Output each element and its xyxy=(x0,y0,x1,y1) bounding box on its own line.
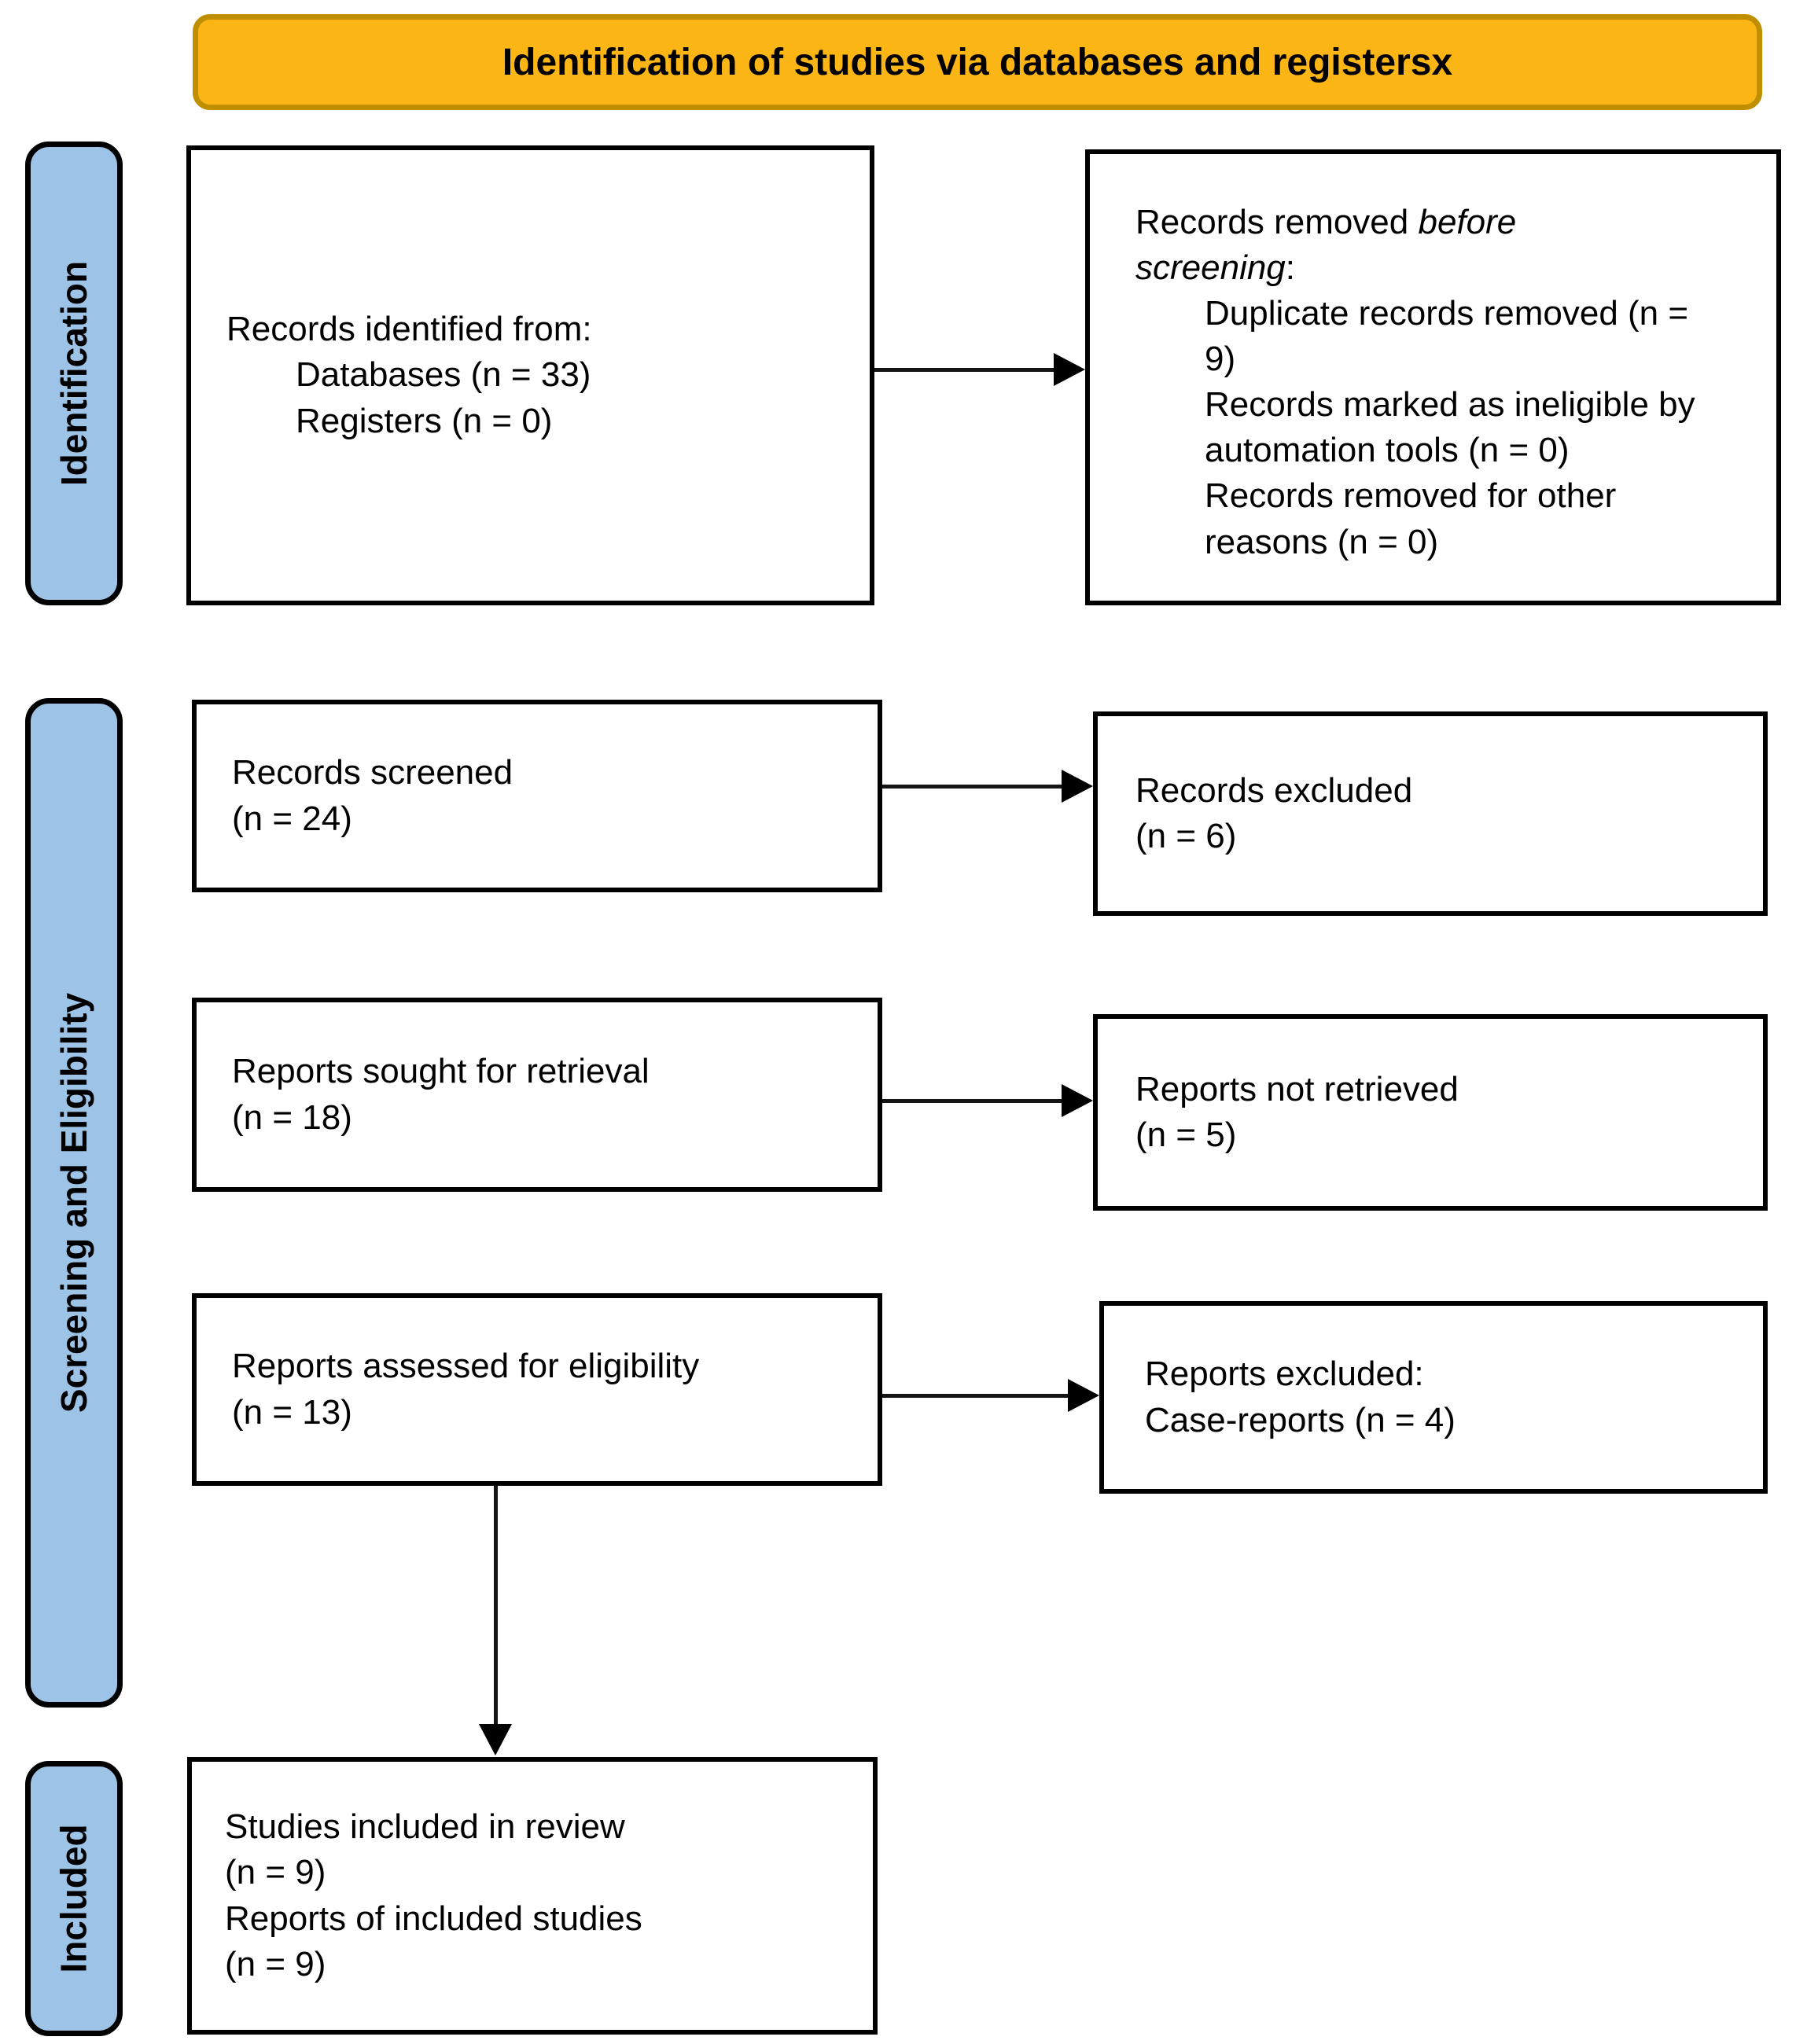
records-excluded-count: (n = 6) xyxy=(1135,817,1237,855)
stage-label-screening-and-eligibility: Screening and Eligibility xyxy=(25,698,123,1708)
records-excluded-line1: Records excluded xyxy=(1135,770,1413,810)
box-studies-included: Studies included in review (n = 9) Repor… xyxy=(187,1757,878,2035)
box-records-removed-before-screening: Records removed before screening: Duplic… xyxy=(1085,149,1781,605)
diagram-title: Identification of studies via databases … xyxy=(502,41,1453,83)
reports-included-count: (n = 9) xyxy=(225,1944,326,1983)
box-reports-sought-for-retrieval: Reports sought for retrieval (n = 18) xyxy=(192,998,882,1192)
stage-label-included: Included xyxy=(25,1761,123,2036)
stage-label-identification-text: Identification xyxy=(53,260,95,487)
arrow-shaft xyxy=(882,1394,1069,1398)
records-removed-item-duplicates: Duplicate records removed (n = 9) xyxy=(1205,294,1689,379)
reports-assessed-count: (n = 13) xyxy=(232,1392,352,1432)
records-identified-item-databases: Databases (n = 33) xyxy=(296,355,591,395)
reports-not-retrieved-count: (n = 5) xyxy=(1135,1116,1237,1154)
records-removed-lead-end: : xyxy=(1285,248,1296,288)
reports-not-retrieved-line1: Reports not retrieved xyxy=(1135,1069,1459,1108)
arrowhead-right-icon xyxy=(1062,770,1093,803)
box-reports-not-retrieved: Reports not retrieved (n = 5) xyxy=(1093,1014,1768,1211)
arrowhead-right-icon xyxy=(1068,1379,1099,1412)
records-removed-lead: Records removed xyxy=(1135,203,1419,241)
stage-label-identification: Identification xyxy=(25,142,123,605)
arrowhead-down-icon xyxy=(479,1724,512,1755)
arrow-shaft xyxy=(494,1486,498,1726)
studies-included-line1: Studies included in review xyxy=(225,1807,625,1847)
studies-included-count: (n = 9) xyxy=(225,1853,326,1892)
stage-label-included-text: Included xyxy=(53,1824,94,1973)
reports-included-line: Reports of included studies xyxy=(225,1899,642,1938)
box-records-identified: Records identified from: Databases (n = … xyxy=(186,145,874,605)
reports-sought-count: (n = 18) xyxy=(232,1097,352,1137)
box-records-excluded: Records excluded (n = 6) xyxy=(1093,711,1768,916)
arrow-shaft xyxy=(882,1099,1063,1103)
records-removed-item-other: Records removed for other reasons (n = 0… xyxy=(1205,476,1617,561)
arrowhead-right-icon xyxy=(1062,1084,1093,1117)
records-screened-count: (n = 24) xyxy=(232,799,352,838)
records-identified-heading: Records identified from: xyxy=(226,310,592,349)
box-reports-excluded: Reports excluded: Case-reports (n = 4) xyxy=(1099,1301,1768,1494)
diagram-title-banner: Identification of studies via databases … xyxy=(193,14,1762,110)
stage-label-screening-text: Screening and Eligibility xyxy=(53,992,94,1414)
reports-excluded-reason: Case-reports (n = 4) xyxy=(1145,1400,1456,1439)
records-removed-item-automation: Records marked as ineligible by automati… xyxy=(1205,385,1695,470)
records-removed-heading: Records removed before screening: xyxy=(1135,200,1623,291)
arrow-shaft xyxy=(874,368,1055,372)
arrow-shaft xyxy=(882,785,1063,789)
reports-sought-line1: Reports sought for retrieval xyxy=(232,1052,650,1091)
arrowhead-right-icon xyxy=(1054,353,1085,386)
records-screened-line1: Records screened xyxy=(232,753,513,792)
box-records-screened: Records screened (n = 24) xyxy=(192,700,882,892)
reports-assessed-line1: Reports assessed for eligibility xyxy=(232,1347,700,1386)
reports-excluded-line1: Reports excluded: xyxy=(1145,1355,1424,1394)
box-reports-assessed-for-eligibility: Reports assessed for eligibility (n = 13… xyxy=(192,1293,882,1486)
records-removed-lead-italic: before screening xyxy=(1135,203,1517,288)
records-identified-item-registers: Registers (n = 0) xyxy=(296,401,553,440)
